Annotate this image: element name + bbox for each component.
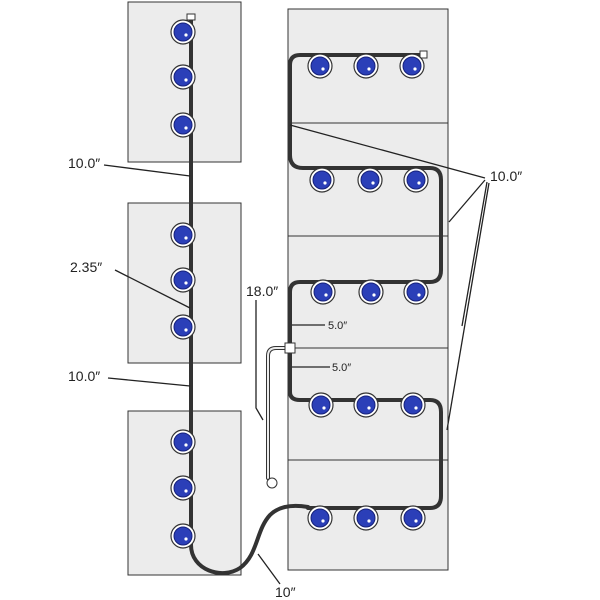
tee-fitting: [284, 342, 296, 354]
emitter: [170, 222, 196, 248]
emitter: [170, 112, 196, 138]
connector-tube: [189, 504, 310, 575]
top-cap-fitting: [186, 13, 196, 21]
leader-drop: [255, 300, 264, 421]
leader-left-bottom: [107, 377, 191, 387]
drop-tube-core: [267, 347, 291, 479]
drop-tube: [266, 346, 292, 480]
emitter: [170, 267, 196, 293]
leader-left-top: [103, 164, 191, 177]
emitter: [399, 53, 425, 79]
label-branch-upper: 5.0″: [328, 320, 347, 332]
emitter: [170, 19, 196, 45]
leader-right-1: [289, 124, 486, 179]
emitter: [170, 64, 196, 90]
label-drop-length: 18.0″: [246, 283, 278, 299]
emitter: [353, 505, 379, 531]
emitter: [403, 279, 429, 305]
emitter: [170, 314, 196, 340]
leader-left-emitter: [114, 269, 191, 309]
emitter: [170, 429, 196, 455]
right-end-fitting: [419, 50, 428, 59]
emitter: [308, 392, 334, 418]
emitter: [358, 279, 384, 305]
label-branch-lower: 5.0″: [332, 362, 351, 374]
emitter: [403, 167, 429, 193]
emitter: [170, 475, 196, 501]
emitter: [307, 53, 333, 79]
emitter: [400, 505, 426, 531]
left-emitters: [170, 19, 196, 549]
emitter: [310, 279, 336, 305]
leader-lines: [103, 124, 490, 585]
leader-right-3: [461, 181, 488, 327]
end-plug-fitting: [266, 477, 278, 489]
fittings: [186, 13, 428, 489]
label-left-bottom-spacing: 10.0″: [68, 368, 100, 384]
leader-right-2: [448, 179, 486, 223]
label-right-spacing: 10.0″: [490, 168, 522, 184]
leader-connector: [257, 553, 281, 585]
dimension-labels: 10.0″ 2.35″ 10.0″ 18.0″ 5.0″ 5.0″ 10.0″ …: [68, 155, 522, 600]
leader-right-4: [446, 182, 490, 431]
emitter: [357, 167, 383, 193]
emitter: [309, 167, 335, 193]
label-left-top-spacing: 10.0″: [68, 155, 100, 171]
label-connector-length: 10″: [275, 584, 296, 600]
emitter: [170, 523, 196, 549]
right-emitters: [307, 53, 429, 531]
emitter: [353, 392, 379, 418]
label-left-emitter-spacing: 2.35″: [70, 259, 102, 275]
emitter: [353, 53, 379, 79]
emitter: [307, 505, 333, 531]
emitter: [400, 392, 426, 418]
